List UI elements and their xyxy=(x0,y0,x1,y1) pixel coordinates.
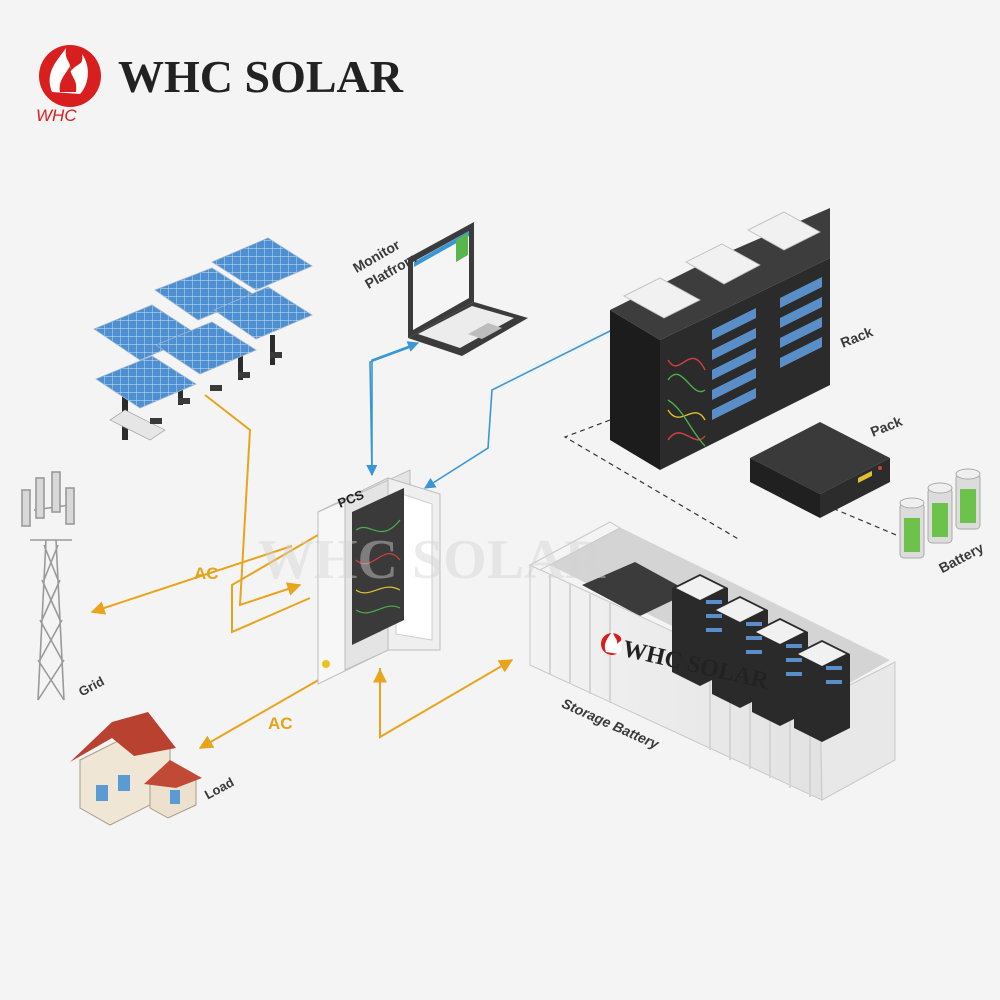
server-rack-icon xyxy=(610,208,830,470)
pcs-to-load-line xyxy=(200,678,322,748)
pack-to-battery-dash xyxy=(825,505,908,540)
monitor-to-pcs-line xyxy=(370,345,416,475)
watermark-text: WHC SOLAR xyxy=(258,528,605,592)
laptop-icon xyxy=(408,222,528,356)
pcs-to-monitor-line xyxy=(372,343,418,475)
house-icon xyxy=(70,712,202,825)
ac-load-label: AC xyxy=(268,714,293,734)
battery-pack-icon xyxy=(750,422,890,518)
logo-letters: WHC xyxy=(36,106,77,125)
brand-logo-icon: WHC xyxy=(36,45,101,125)
pcs-to-storage-line xyxy=(380,660,512,737)
brand-title: WHC SOLAR xyxy=(118,50,403,103)
rack-to-pcs-line xyxy=(425,330,612,488)
solar-panel-icon xyxy=(94,238,312,440)
ac-grid-label: AC xyxy=(194,564,219,584)
data-flow-lines xyxy=(370,330,612,488)
grid-tower-icon xyxy=(22,472,74,700)
